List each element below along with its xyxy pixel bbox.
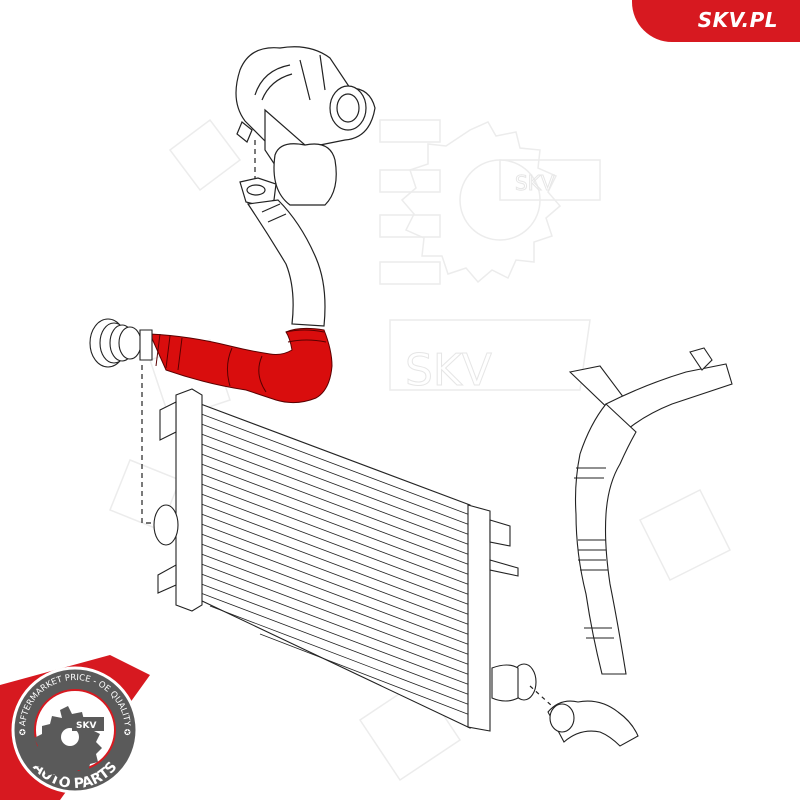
brand-site-label: SKV.PL xyxy=(697,8,778,32)
watermark-gear-icon xyxy=(109,118,732,782)
watermark-text-bottom: SKV xyxy=(405,345,492,396)
turbo-outlet-pipe[interactable] xyxy=(239,177,326,327)
intercooler-inlet-hose[interactable] xyxy=(149,327,333,404)
badge-center-text: SKV xyxy=(76,721,96,731)
watermark-text-top: SKV xyxy=(515,171,555,195)
intercooler-outlet-hose[interactable] xyxy=(547,347,733,747)
hose-clamp[interactable] xyxy=(89,318,153,368)
brand-banner[interactable]: SKV.PL xyxy=(632,0,800,42)
intercooler[interactable] xyxy=(153,388,537,732)
turbocharger[interactable] xyxy=(235,46,376,206)
hose-leader-line xyxy=(141,365,152,524)
badge-star-left-icon: ✪ xyxy=(19,728,26,737)
outlet-leader-line xyxy=(529,685,553,707)
badge-gear-icon xyxy=(32,706,104,780)
skv-auto-parts-badge: AFTERMARKET PRICE - OE QUALITY AUTO PART… xyxy=(0,655,150,800)
badge-star-right-icon: ✪ xyxy=(124,728,131,737)
